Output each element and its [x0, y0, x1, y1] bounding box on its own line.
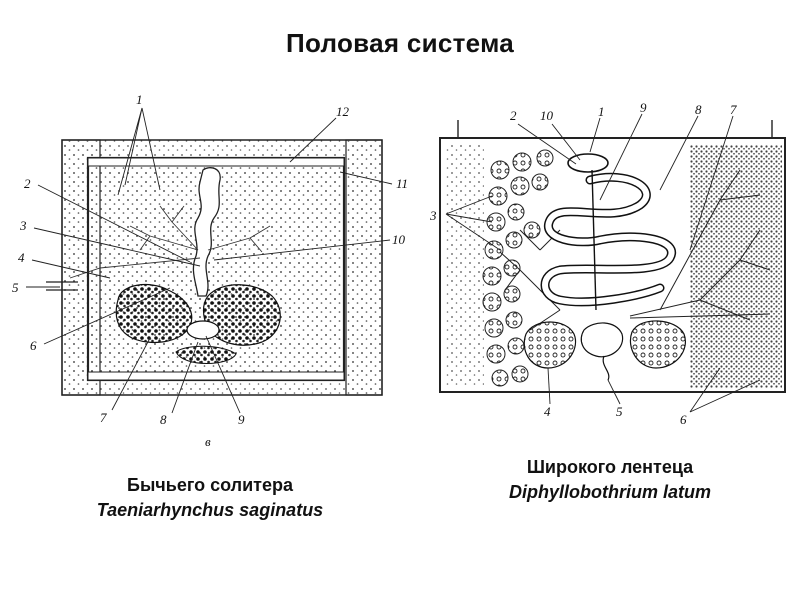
label-9: 9	[238, 412, 245, 427]
right-vitellaria-dots	[690, 145, 782, 388]
left-caption-name: Бычьего солитера	[20, 473, 400, 498]
right-caption: Широкого лентеца Diphyllobothrium latum	[420, 455, 800, 505]
label-2: 2	[510, 108, 517, 123]
lower-border	[88, 372, 344, 380]
right-caption-name: Широкого лентеца	[420, 455, 800, 480]
label-1: 1	[598, 104, 605, 119]
label-10: 10	[392, 232, 406, 247]
right-margin	[346, 140, 382, 395]
label-6: 6	[680, 412, 687, 427]
label-7: 7	[100, 410, 107, 425]
left-caption: Бычьего солитера Taeniarhynchus saginatu…	[20, 473, 400, 523]
label-4: 4	[18, 250, 25, 265]
label-3: 3	[19, 218, 27, 233]
left-caption-latin: Taeniarhynchus saginatus	[20, 498, 400, 523]
left-vitellaria-dots	[444, 142, 484, 388]
label-2: 2	[24, 176, 31, 191]
figure-letter: в	[205, 434, 211, 449]
label-6: 6	[30, 338, 37, 353]
label-3: 3	[429, 208, 437, 223]
label-12: 12	[336, 104, 350, 119]
taenia-proglottid-figure: 1 2 3 4 5 6 7 8 9 10 11 12 в	[12, 92, 408, 449]
label-10: 10	[540, 108, 554, 123]
segment-top-edge	[458, 120, 772, 138]
label-5: 5	[12, 280, 19, 295]
label-4: 4	[544, 404, 551, 419]
label-8: 8	[160, 412, 167, 427]
label-7: 7	[730, 102, 737, 117]
ootype	[187, 321, 219, 339]
diphyllobothrium-proglottid-figure: 2 10 1 9 8 7 3 4 5 6	[429, 100, 785, 427]
label-11: 11	[396, 176, 408, 191]
shell-gland	[581, 323, 622, 357]
label-1: 1	[136, 92, 143, 107]
label-5: 5	[616, 404, 623, 419]
right-caption-latin: Diphyllobothrium latum	[420, 480, 800, 505]
label-8: 8	[695, 102, 702, 117]
label-9: 9	[640, 100, 647, 115]
